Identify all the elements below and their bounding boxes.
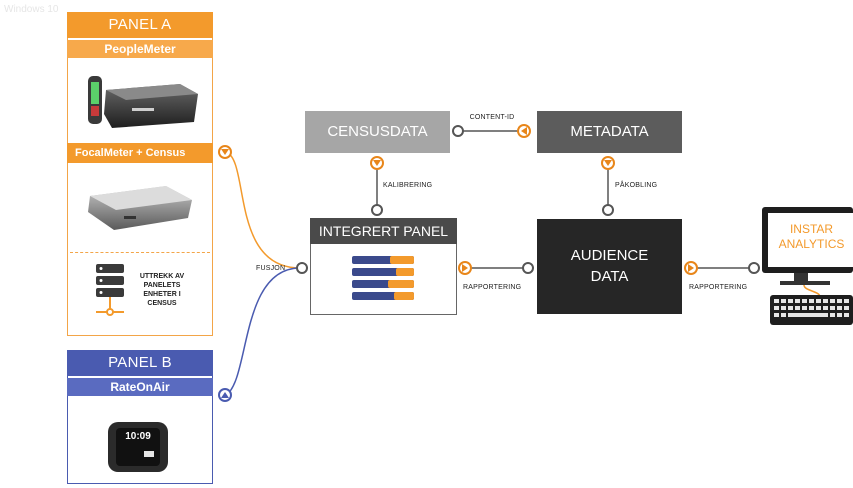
audience-top-connector bbox=[602, 204, 614, 216]
rateonair-label: RateOnAir bbox=[67, 378, 213, 396]
audience-right-arrow-icon bbox=[684, 261, 698, 275]
census-extract-line: ENHETER I bbox=[143, 291, 181, 298]
integrert-panel-title: INTEGRERT PANEL bbox=[310, 218, 457, 244]
censusdata-node: CENSUSDATA bbox=[305, 111, 450, 153]
integrated-stack-icon bbox=[352, 252, 414, 306]
instar-line: INSTAR bbox=[789, 222, 834, 236]
rapportering-label-2: RAPPORTERING bbox=[689, 284, 748, 291]
rapportering-label-1: RAPPORTERING bbox=[463, 284, 522, 291]
census-extract-line: PANELETS bbox=[143, 282, 181, 289]
panel-b-output-arrow-icon bbox=[218, 388, 232, 402]
census-extract-text: UTTREKK AV PANELETS ENHETER I CENSUS bbox=[132, 272, 192, 308]
instar-computer-image bbox=[760, 205, 853, 331]
audience-left-connector bbox=[522, 262, 534, 274]
census-extract-line: CENSUS bbox=[147, 300, 177, 307]
panel-b-title: PANEL B bbox=[67, 350, 213, 376]
server-stack-icon bbox=[92, 262, 128, 324]
focalmeter-label: FocalMeter + Census bbox=[67, 143, 213, 163]
panel-a-output-arrow-icon bbox=[218, 145, 232, 159]
fusjon-label: FUSJON bbox=[256, 265, 286, 272]
pakobling-label: PÅKOBLING bbox=[615, 182, 658, 189]
peoplemeter-label: PeopleMeter bbox=[67, 40, 213, 58]
content-id-label: CONTENT-ID bbox=[469, 114, 515, 121]
instar-line: ANALYTICS bbox=[778, 237, 845, 251]
watermark: Windows 10 bbox=[4, 4, 59, 15]
focalmeter-device-image bbox=[84, 178, 194, 234]
integrert-top-connector bbox=[371, 204, 383, 216]
rateonair-device-image bbox=[106, 418, 170, 474]
metadata-node: METADATA bbox=[537, 111, 682, 153]
peoplemeter-device-image bbox=[82, 70, 202, 132]
censusdata-down-arrow-icon bbox=[370, 156, 384, 170]
instar-analytics-label: INSTAR ANALYTICS bbox=[770, 222, 853, 252]
integrert-left-connector bbox=[296, 262, 308, 274]
rateonair-clock: 10:09 bbox=[125, 431, 151, 442]
audience-line: AUDIENCE bbox=[570, 247, 649, 264]
metadata-down-arrow-icon bbox=[601, 156, 615, 170]
integrert-right-arrow-icon bbox=[458, 261, 472, 275]
audience-data-node bbox=[537, 219, 682, 314]
audience-data-label: AUDIENCE DATA bbox=[537, 245, 682, 287]
metadata-left-arrow-icon bbox=[517, 124, 531, 138]
instar-left-connector bbox=[748, 262, 760, 274]
census-extract-line: UTTREKK AV bbox=[139, 273, 185, 280]
censusdata-connector bbox=[452, 125, 464, 137]
panel-a bbox=[67, 12, 213, 336]
audience-line: DATA bbox=[590, 268, 629, 285]
kalibrering-label: KALIBRERING bbox=[383, 182, 433, 189]
panel-a-divider bbox=[70, 252, 210, 253]
panel-a-title: PANEL A bbox=[67, 12, 213, 38]
